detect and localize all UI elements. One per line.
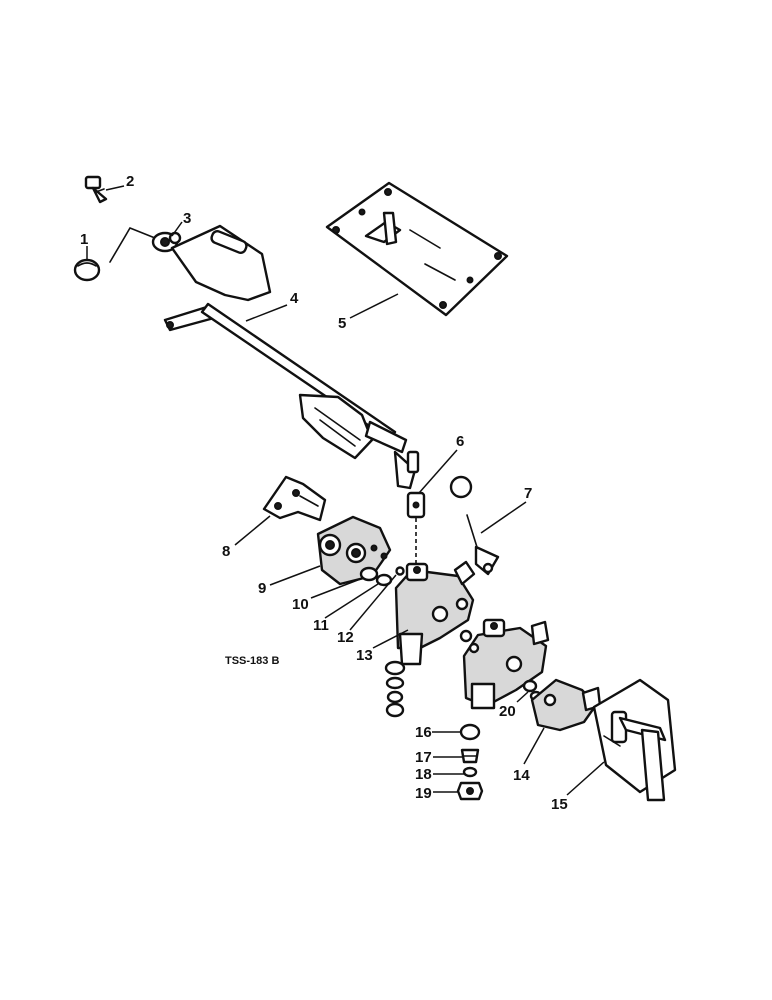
part-12-small-ring	[395, 566, 405, 576]
callout-1: 1	[80, 231, 88, 248]
callout-9: 9	[258, 580, 266, 597]
callout-14: 14	[513, 767, 530, 784]
callout-15: 15	[551, 796, 568, 813]
callout-11: 11	[313, 617, 329, 634]
part-5-cover-plate	[325, 181, 509, 317]
part-1-knob	[73, 258, 101, 282]
part-17-fitting	[460, 748, 480, 764]
valve-body-right	[459, 618, 550, 710]
part-16-plug	[459, 723, 481, 741]
callout-4: 4	[290, 290, 299, 307]
callout-19: 19	[415, 785, 432, 802]
part-13-valve-body	[384, 560, 476, 718]
part-10-oring	[359, 566, 379, 582]
callout-12: 12	[337, 629, 354, 646]
part-3-bent-rod-clamp	[109, 227, 182, 263]
callout-7: 7	[524, 485, 532, 502]
callout-13: 13	[356, 647, 373, 664]
part-6-block-and-ball	[406, 475, 473, 568]
part-2-bolt	[84, 175, 108, 204]
callout-10: 10	[292, 596, 309, 613]
callout-18: 18	[415, 766, 432, 783]
drawing-code: TSS-183 B	[225, 655, 279, 667]
leader-lines	[86, 185, 605, 796]
callout-20: 20	[499, 703, 516, 720]
part-19-nut	[456, 781, 484, 801]
callout-5: 5	[338, 315, 346, 332]
part-18-washer	[462, 766, 478, 778]
part-7-lever	[466, 514, 500, 576]
callout-8: 8	[222, 543, 230, 560]
callout-17: 17	[415, 749, 432, 766]
callout-6: 6	[456, 433, 464, 450]
callout-16: 16	[415, 724, 432, 741]
callout-2: 2	[126, 173, 134, 190]
part-15-cover-bracket	[592, 678, 677, 802]
part-4-shift-rod-assembly	[163, 224, 420, 490]
part-8-bracket	[262, 475, 327, 522]
callout-3: 3	[183, 210, 191, 227]
callout-labels: 1 2 3 4 5 6 7 8 9 10 11 12 13 14 15 16 1…	[80, 173, 568, 813]
part-14-end-cap	[530, 678, 602, 732]
part-9-valve-housing	[316, 515, 392, 586]
